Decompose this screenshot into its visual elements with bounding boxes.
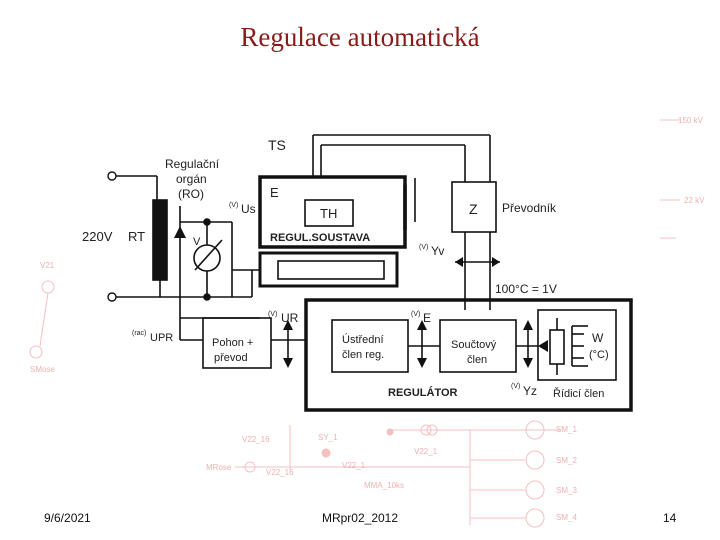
faint-label: 150 kV	[678, 116, 704, 125]
yz-label: Yz	[523, 384, 537, 398]
faint-label: V22_1	[342, 461, 366, 470]
w-label: W	[592, 331, 604, 345]
e2-label: E	[423, 311, 431, 325]
faint-label: SM_1	[556, 425, 577, 434]
page-number: 14	[663, 511, 677, 525]
ts-label: TS	[268, 137, 286, 153]
pohon-label: převod	[214, 352, 248, 364]
slide-title: Regulace automatická	[240, 22, 480, 52]
scale-label: 100°C = 1V	[495, 282, 557, 296]
faint-label: MRose	[206, 463, 232, 472]
rt-label: RT	[128, 229, 145, 244]
prevodnik-label: Převodník	[502, 201, 557, 215]
faint-label: SM_2	[556, 456, 577, 465]
upr-prefix: (rac)	[132, 330, 146, 337]
terminal	[107, 292, 117, 302]
faint-label: 22 kV	[684, 196, 705, 205]
ur-prefix: (V)	[268, 311, 277, 318]
faint-label: V22_1	[414, 447, 438, 456]
us-prefix: (V)	[229, 202, 238, 209]
faint-label: SY_1	[318, 433, 338, 442]
yv-label: Yv	[431, 244, 444, 258]
th-label: TH	[320, 206, 337, 221]
soucet-label: člen	[467, 354, 487, 366]
faint-label: MMA_10ks	[364, 481, 404, 490]
voltmeter-icon	[193, 239, 223, 272]
soucet-label: Součtový	[451, 339, 497, 351]
faint-label: V22_16	[266, 468, 294, 477]
upr-label: UPR	[150, 332, 173, 344]
yv-prefix: (V)	[419, 244, 428, 251]
yz-prefix: (V)	[511, 383, 520, 390]
ustredni-label: Ústřední	[342, 333, 384, 346]
e2-prefix: (V)	[411, 311, 420, 318]
faint-label: V22_16	[242, 435, 270, 444]
faint-label: V21	[40, 261, 55, 270]
regulator-label: REGULÁTOR	[388, 386, 458, 399]
w-unit: (°C)	[589, 349, 609, 361]
us-label: Us	[241, 202, 256, 216]
faint-label: SM_3	[556, 486, 577, 495]
z-label: Z	[469, 201, 478, 217]
terminal	[107, 171, 117, 181]
faint-label: SMose	[30, 365, 55, 374]
ro-label: orgán	[176, 172, 207, 186]
voltmeter-label: V	[193, 236, 201, 248]
background-schematic	[29, 119, 680, 528]
ro-label: Regulační	[165, 157, 220, 171]
ustredni-label: člen reg.	[342, 349, 384, 361]
regul-soustava-label: REGUL.SOUSTAVA	[270, 232, 370, 244]
footer-center: MRpr02_2012	[321, 511, 399, 525]
footer-date: 9/6/2021	[44, 511, 91, 525]
ur-label: UR	[281, 311, 299, 325]
e-label: E	[270, 185, 279, 200]
pohon-label: Pohon +	[212, 337, 253, 349]
ridici-label: Řídicí člen	[553, 387, 604, 400]
voltage-label: 220V	[82, 229, 113, 244]
ro-label: (RO)	[178, 187, 204, 201]
faint-label: SM_4	[556, 513, 577, 522]
